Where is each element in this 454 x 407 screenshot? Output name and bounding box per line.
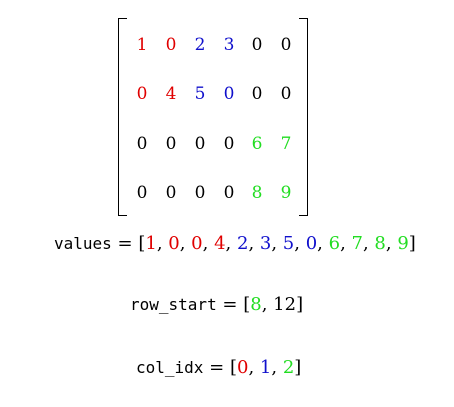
row-start-equation: row_start = [8, 12]	[130, 293, 303, 317]
matrix-cell-r3-c3: 0	[223, 183, 235, 203]
values-label: values	[54, 234, 112, 253]
matrix-cell-r1-c2: 5	[194, 84, 206, 104]
col-idx-equals-sign: =	[203, 357, 230, 378]
matrix-cell-r1-c0: 0	[136, 84, 148, 104]
values-item: 4	[214, 233, 226, 254]
matrix-cell-r2-c4: 6	[251, 134, 263, 154]
values-item: 0	[168, 233, 180, 254]
matrix-cell-r3-c2: 0	[194, 183, 206, 203]
right-bracket	[299, 18, 308, 216]
col-idx-item: 0	[237, 357, 249, 378]
matrix-cell-r0-c3: 3	[223, 35, 235, 55]
values-comma: ,	[362, 233, 375, 254]
col-idx-comma: ,	[271, 357, 283, 378]
values-item: 0	[305, 233, 318, 254]
matrix-cell-r0-c2: 2	[194, 35, 206, 55]
matrix-cell-r1-c5: 0	[280, 84, 292, 104]
matrix-cell-r1-c1: 4	[165, 84, 177, 104]
values-close-bracket: ]	[408, 233, 416, 254]
row-start-comma: ,	[261, 294, 274, 315]
row-start-close-bracket: ]	[296, 294, 304, 315]
values-item: 1	[145, 233, 157, 254]
values-open-bracket: [	[138, 233, 146, 254]
col-idx-item: 2	[282, 357, 295, 378]
matrix-cell-r1-c4: 0	[251, 84, 263, 104]
col-idx-label: col_idx	[136, 358, 204, 377]
col-idx-open-bracket: [	[229, 357, 237, 378]
values-equation: values = [1, 0, 0, 4, 2, 3, 5, 0, 6, 7, …	[54, 232, 416, 256]
values-item: 9	[397, 233, 409, 254]
row-start-equals-sign: =	[216, 294, 244, 315]
matrix-cell-r3-c1: 0	[165, 183, 177, 203]
row-start-item: 8	[250, 294, 262, 315]
matrix-cell-r2-c2: 0	[194, 134, 206, 154]
row-start-label: row_start	[130, 295, 217, 314]
values-comma: ,	[317, 233, 329, 254]
values-item: 2	[236, 233, 249, 254]
row-start-item: 12	[273, 294, 297, 315]
values-item: 3	[259, 233, 272, 254]
col-idx-comma: ,	[248, 357, 260, 378]
matrix-cell-r2-c1: 0	[165, 134, 177, 154]
matrix-cell-r0-c4: 0	[251, 35, 263, 55]
matrix-cell-r0-c0: 1	[136, 35, 148, 55]
matrix-cell-r0-c1: 0	[165, 35, 177, 55]
values-item: 6	[328, 233, 341, 254]
col-idx-equation: col_idx = [0, 1, 2]	[136, 356, 301, 380]
values-comma: ,	[225, 233, 237, 254]
values-item: 8	[374, 233, 386, 254]
values-comma: ,	[248, 233, 260, 254]
values-item: 7	[351, 233, 363, 254]
values-comma: ,	[271, 233, 283, 254]
values-equals-sign: =	[111, 233, 139, 254]
values-comma: ,	[294, 233, 306, 254]
values-comma: ,	[340, 233, 352, 254]
matrix-cell-r3-c4: 8	[251, 183, 263, 203]
values-comma: ,	[179, 233, 192, 254]
matrix-cell-r3-c0: 0	[136, 183, 148, 203]
matrix-cell-r1-c3: 0	[223, 84, 235, 104]
values-comma: ,	[385, 233, 398, 254]
matrix-cell-r3-c5: 9	[280, 183, 292, 203]
matrix-cell-r2-c3: 0	[223, 134, 235, 154]
col-idx-close-bracket: ]	[294, 357, 302, 378]
matrix-cell-r2-c5: 7	[280, 134, 292, 154]
matrix-cell-r0-c5: 0	[280, 35, 292, 55]
values-comma: ,	[156, 233, 169, 254]
values-comma: ,	[202, 233, 215, 254]
row-start-open-bracket: [	[243, 294, 251, 315]
matrix-cell-r2-c0: 0	[136, 134, 148, 154]
values-item: 5	[282, 233, 295, 254]
col-idx-item: 1	[259, 357, 272, 378]
values-item: 0	[191, 233, 203, 254]
left-bracket	[118, 18, 127, 216]
